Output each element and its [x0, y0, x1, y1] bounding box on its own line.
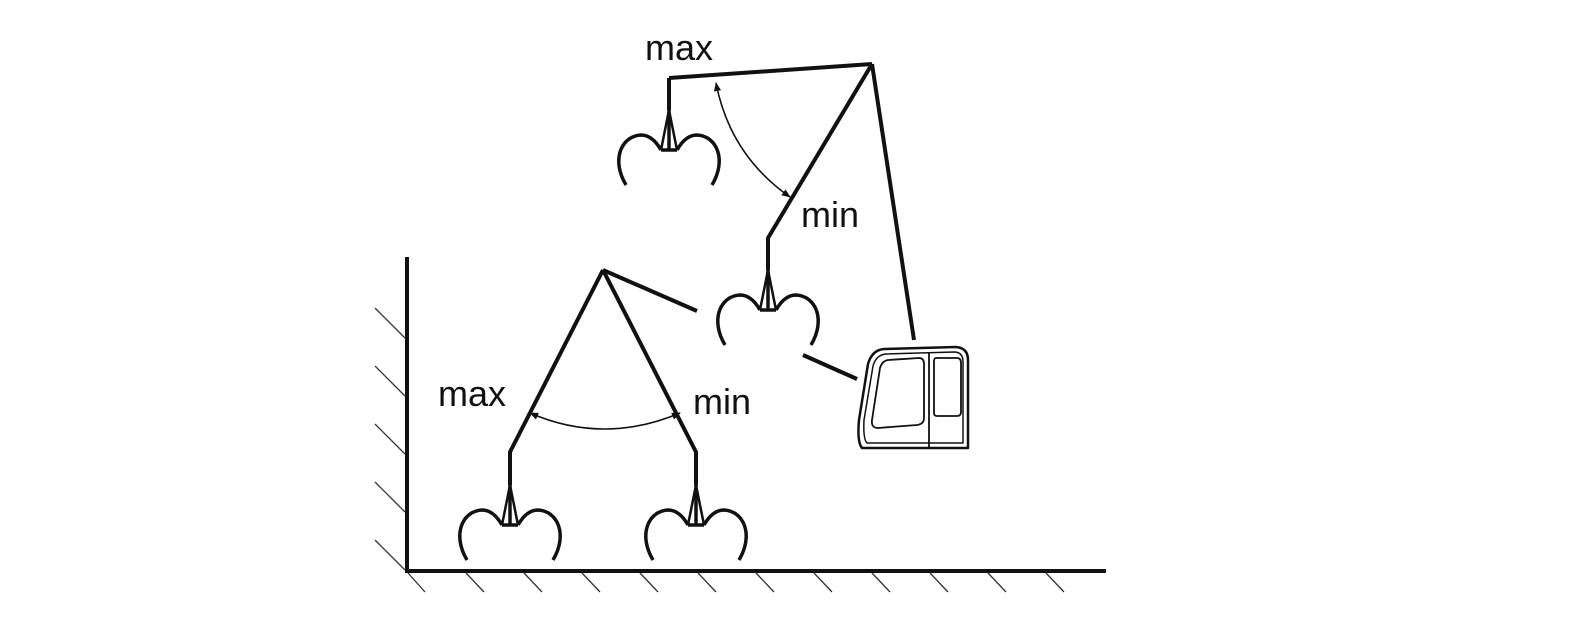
upper-max-label: max	[645, 27, 714, 68]
lower-max-label: max	[438, 373, 507, 414]
upper-crane-arm	[667, 62, 916, 341]
upper-grab-min	[716, 268, 820, 347]
upper-angle-arrow	[714, 82, 791, 198]
lower-grab-max	[458, 483, 562, 562]
operator-cab	[857, 345, 970, 450]
ground	[405, 569, 1106, 593]
lower-grab-min	[644, 483, 748, 562]
wall	[374, 257, 409, 572]
upper-min-label: min	[801, 194, 860, 235]
lower-crane-arm	[508, 268, 858, 485]
lower-angle-arrow	[529, 412, 681, 430]
upper-grab-max	[617, 108, 721, 187]
lower-min-label: min	[693, 381, 752, 422]
